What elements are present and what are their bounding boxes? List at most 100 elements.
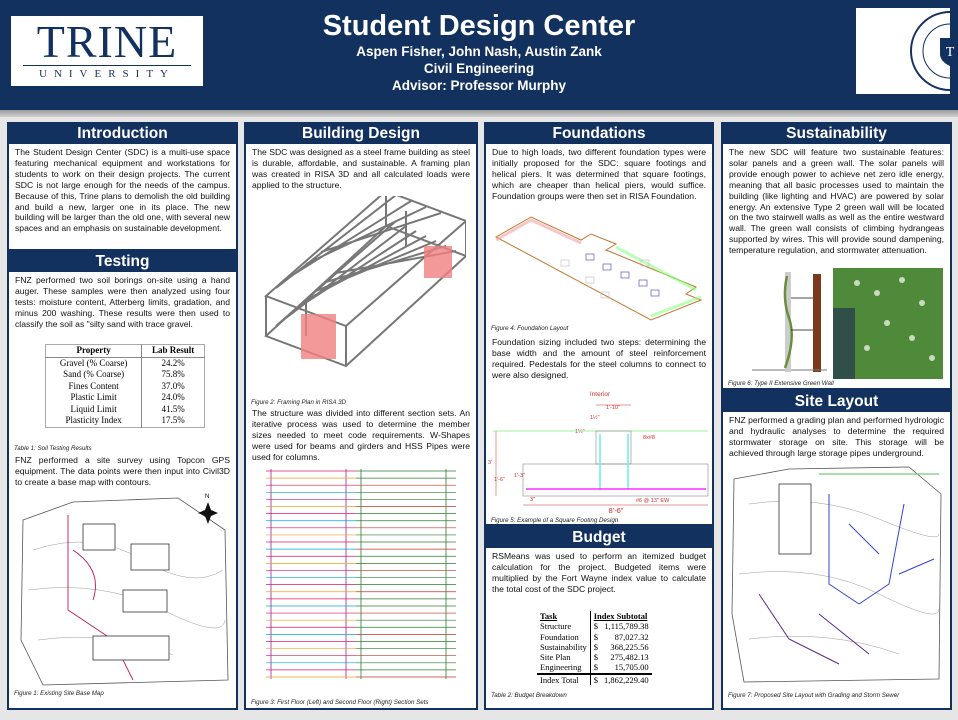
introduction-panel: Introduction The Student Design Center (… — [7, 122, 238, 251]
figure1-caption: Figure 1: Existing Site Base Map — [14, 690, 104, 697]
authors: Aspen Fisher, John Nash, Austin Zank — [356, 44, 602, 59]
cell: 24.2% — [161, 357, 185, 368]
cell: Liquid Limit — [45, 403, 143, 415]
cell: 75.8% — [161, 369, 185, 379]
foundations-heading: Foundations — [486, 124, 712, 144]
figure4-caption: Figure 4: Foundation Layout — [491, 325, 569, 332]
section-sets-text: The structure was divided into different… — [252, 408, 470, 462]
cell: $ — [589, 672, 601, 686]
testing-panel: Testing FNZ performed two soil borings o… — [7, 250, 238, 710]
seal-icon: T — [910, 11, 958, 91]
footing-text: Foundation sizing included two steps: de… — [492, 337, 706, 380]
table-row: Foundation $87,027.32 — [537, 631, 652, 642]
dim-label: 8x#8 — [643, 435, 655, 441]
cell: 15,705.00 — [614, 662, 649, 673]
cell: $ — [589, 631, 601, 642]
dim-label: 1'-10" — [606, 405, 620, 411]
testing-heading: Testing — [9, 252, 236, 272]
cell: $ — [589, 621, 601, 632]
building-design-panel: Building Design The SDC was designed as … — [244, 122, 478, 710]
table-row: Gravel (% Coarse) 24.2% — [45, 357, 205, 369]
dim-label: 1'-3" — [514, 473, 525, 479]
cell: Structure — [540, 621, 572, 632]
cell: Sustainability — [540, 641, 587, 652]
cell: 1,862,229.40 — [601, 672, 652, 686]
column-header: Task — [540, 611, 558, 621]
table1-caption: Table 1: Soil Testing Results — [14, 445, 92, 452]
dim-label: 3" — [530, 497, 535, 503]
poster-header: TRINE UNIVERSITY Student Design Center A… — [0, 0, 958, 110]
introduction-heading: Introduction — [9, 124, 236, 144]
figure5-caption: Figure 5: Example of a Square Footing De… — [491, 517, 619, 524]
table-row: Site Plan $275,482.13 — [537, 652, 652, 663]
figure7-caption: Figure 7: Proposed Site Layout with Grad… — [728, 692, 900, 699]
foundations-text: Due to high loads, two different foundat… — [492, 147, 706, 201]
logo-rule — [23, 65, 191, 66]
table-row: Plasticity Index 17.5% — [45, 415, 205, 427]
dim-label: 1½" — [590, 414, 600, 421]
table-header-row: Task Index Subtotal — [537, 611, 652, 622]
dim-label: 1½" — [575, 428, 585, 435]
cell: $ — [589, 662, 601, 674]
figure3-caption: Figure 3: First Floor (Left) and Second … — [251, 699, 429, 706]
dim-label: 1'-6" — [494, 477, 505, 483]
cell: 275,482.13 — [610, 652, 649, 663]
cell: $ — [589, 641, 601, 653]
trine-university-logo: TRINE UNIVERSITY — [11, 16, 203, 86]
cell: Engineering — [540, 662, 582, 673]
table-row: Sand (% Coarse) 75.8% — [45, 369, 205, 381]
foundation-layout-drawing — [494, 216, 703, 321]
cell: Index Total — [537, 672, 591, 686]
table-row: Structure$1,115,789.38 — [537, 621, 652, 632]
cell: 87,027.32 — [614, 631, 649, 642]
building-design-text: The SDC was designed as a steel frame bu… — [252, 147, 470, 190]
introduction-text: The Student Design Center (SDC) is a mul… — [15, 147, 230, 234]
risa-3d-framing-model — [264, 196, 466, 368]
university-seal: T — [856, 8, 958, 94]
figure6-caption: Figure 6: Type II Extensive Green Wall — [728, 380, 834, 387]
proposed-site-layout-drawing — [731, 466, 942, 683]
cell: Site Plan — [540, 652, 571, 663]
cell: Gravel (% Coarse) — [45, 357, 143, 369]
table-row: Engineering $15,705.00 — [537, 662, 652, 674]
footing-width-label: 8'-6" — [609, 506, 624, 515]
budget-heading: Budget — [486, 528, 712, 548]
north-arrow-icon — [198, 502, 218, 524]
square-footing-detail: Interior 1'-10" 1½" 1½" 8x#8 3' 1'-6" 1'… — [488, 391, 709, 515]
section-sets-floor-plans — [266, 469, 456, 679]
cell: Plasticity Index — [45, 415, 143, 427]
cell: 37.0% — [161, 380, 185, 391]
green-wall-diagrams — [752, 268, 943, 379]
logo-subword: UNIVERSITY — [39, 68, 175, 80]
cell: Plastic Limit — [45, 392, 143, 404]
site-layout-text: FNZ performed a grading plan and perform… — [729, 415, 944, 458]
cell: Foundation — [540, 631, 579, 642]
advisor: Advisor: Professor Murphy — [391, 78, 567, 93]
cell: Sand (% Coarse) — [45, 369, 143, 381]
foundations-panel: Foundations Due to high loads, two diffe… — [484, 122, 714, 526]
sustainability-panel: Sustainability The new SDC will feature … — [721, 122, 952, 390]
footing-title: Interior — [590, 391, 611, 398]
table2-caption: Table 2: Budget Breakdown — [491, 692, 567, 699]
survey-text: FNZ performed a site survey using Topcon… — [15, 455, 230, 487]
figure2-caption: Figure 2: Framing Plan in RISA 3D — [251, 399, 347, 406]
poster-title: Student Design Center — [322, 10, 636, 42]
site-layout-panel: Site Layout FNZ performed a grading plan… — [721, 390, 952, 710]
cell: 17.5% — [161, 415, 185, 425]
column-header: Lab Result — [141, 344, 205, 358]
column-header: Property — [45, 344, 143, 358]
existing-site-base-map: N — [20, 494, 229, 686]
header-divider — [0, 110, 958, 117]
dim-label: 3' — [488, 460, 492, 466]
cell: $ — [589, 652, 601, 663]
column-header: Index Subtotal — [589, 611, 652, 622]
site-layout-heading: Site Layout — [723, 392, 950, 412]
cell: Fines Content — [45, 380, 143, 392]
north-label: N — [205, 494, 209, 500]
department: Civil Engineering — [423, 61, 535, 76]
logo-wordmark: TRINE — [36, 16, 178, 67]
